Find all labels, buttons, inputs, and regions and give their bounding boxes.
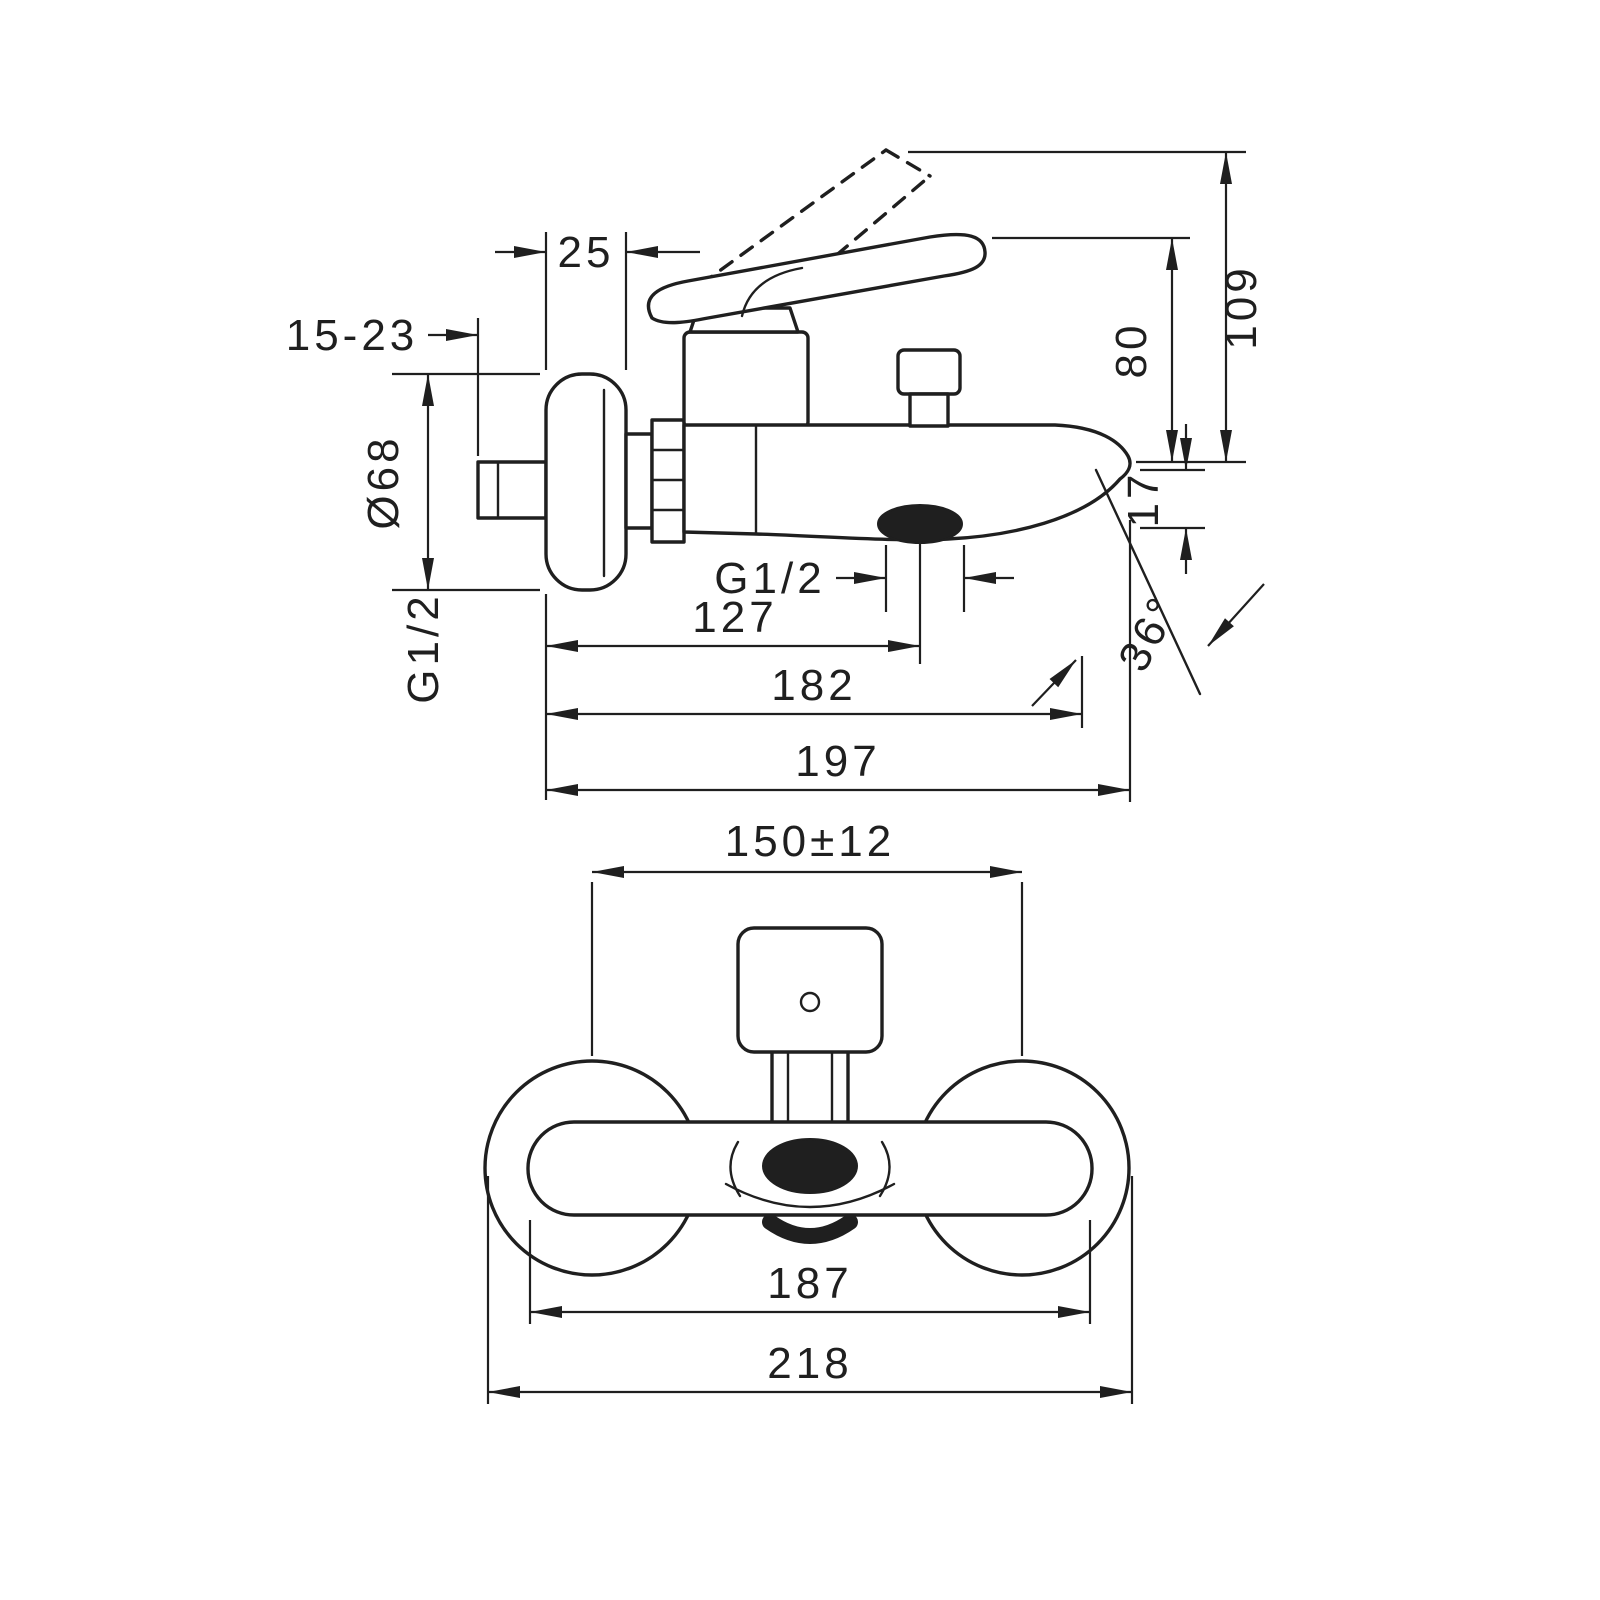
handle-lever-contour xyxy=(740,266,804,318)
dim-connection-centers-150: 150±12 xyxy=(590,817,1024,1056)
dim-label-197: 197 xyxy=(795,737,880,786)
handle-front xyxy=(736,926,884,1054)
dim-escutcheon-diameter-68: Ø68 xyxy=(359,372,540,592)
handle-neck xyxy=(770,1046,850,1128)
dim-label-182: 182 xyxy=(771,661,856,710)
handle-indicator-hole xyxy=(799,991,821,1013)
dim-label-inlet-thread: G1/2 xyxy=(399,592,448,703)
dim-total-projection-197: 197 xyxy=(546,520,1132,802)
dim-total-height-109: 109 xyxy=(908,150,1266,464)
dim-label-outlet-thread: G1/2 xyxy=(714,554,825,603)
dim-handle-rise-80: 80 xyxy=(992,236,1190,462)
dim-label-80: 80 xyxy=(1107,322,1156,379)
handle-lever xyxy=(646,232,987,325)
dim-label-17: 17 xyxy=(1119,471,1168,528)
dim-spout-center-127: 127 xyxy=(544,543,922,800)
dim-label-15-23: 15-23 xyxy=(286,311,419,360)
dim-label-127: 127 xyxy=(692,593,777,642)
outlet-contour-left xyxy=(729,1140,742,1198)
dim-outlet-reach-182: 182 xyxy=(546,656,1084,728)
dim-label-25: 25 xyxy=(558,228,615,277)
dim-label-187: 187 xyxy=(767,1259,852,1308)
inlet-nipple xyxy=(476,460,548,520)
wall-plate xyxy=(544,372,628,592)
spout-body xyxy=(682,423,1132,542)
connection-nut xyxy=(624,418,686,544)
dim-label-150: 150±12 xyxy=(725,817,896,866)
dim-label-109: 109 xyxy=(1217,264,1266,349)
dim-outlet-thread-g12: G1/2 xyxy=(714,545,1014,612)
diverter-knob xyxy=(896,348,962,428)
dim-label-218: 218 xyxy=(767,1339,852,1388)
dim-wall-depth-15-23: 15-23 xyxy=(286,311,480,456)
dim-plate-thickness-25: 25 xyxy=(495,228,700,370)
dim-total-width-218: 218 xyxy=(486,1176,1134,1404)
dim-label-36deg: 36° xyxy=(1109,587,1189,679)
dim-tip-drop-17: 17 xyxy=(1119,424,1205,574)
side-view: 25 15-23 Ø68 G1/2 G1/2 127 xyxy=(286,148,1266,802)
faucet-side-drawing xyxy=(476,148,1132,592)
outlet-front xyxy=(724,1138,896,1244)
spout-outlet xyxy=(877,504,963,544)
dim-body-width-187: 187 xyxy=(528,1220,1092,1324)
outlet-contour-right xyxy=(878,1140,891,1198)
aerator xyxy=(762,1138,858,1194)
spout-underside-line xyxy=(724,1182,896,1209)
spout-underside-shadow xyxy=(762,1214,858,1244)
front-view: 150±12 187 218 xyxy=(483,817,1134,1404)
cartridge-housing xyxy=(682,330,810,430)
dim-label-68: Ø68 xyxy=(359,434,408,529)
faucet-front-drawing xyxy=(483,926,1131,1277)
